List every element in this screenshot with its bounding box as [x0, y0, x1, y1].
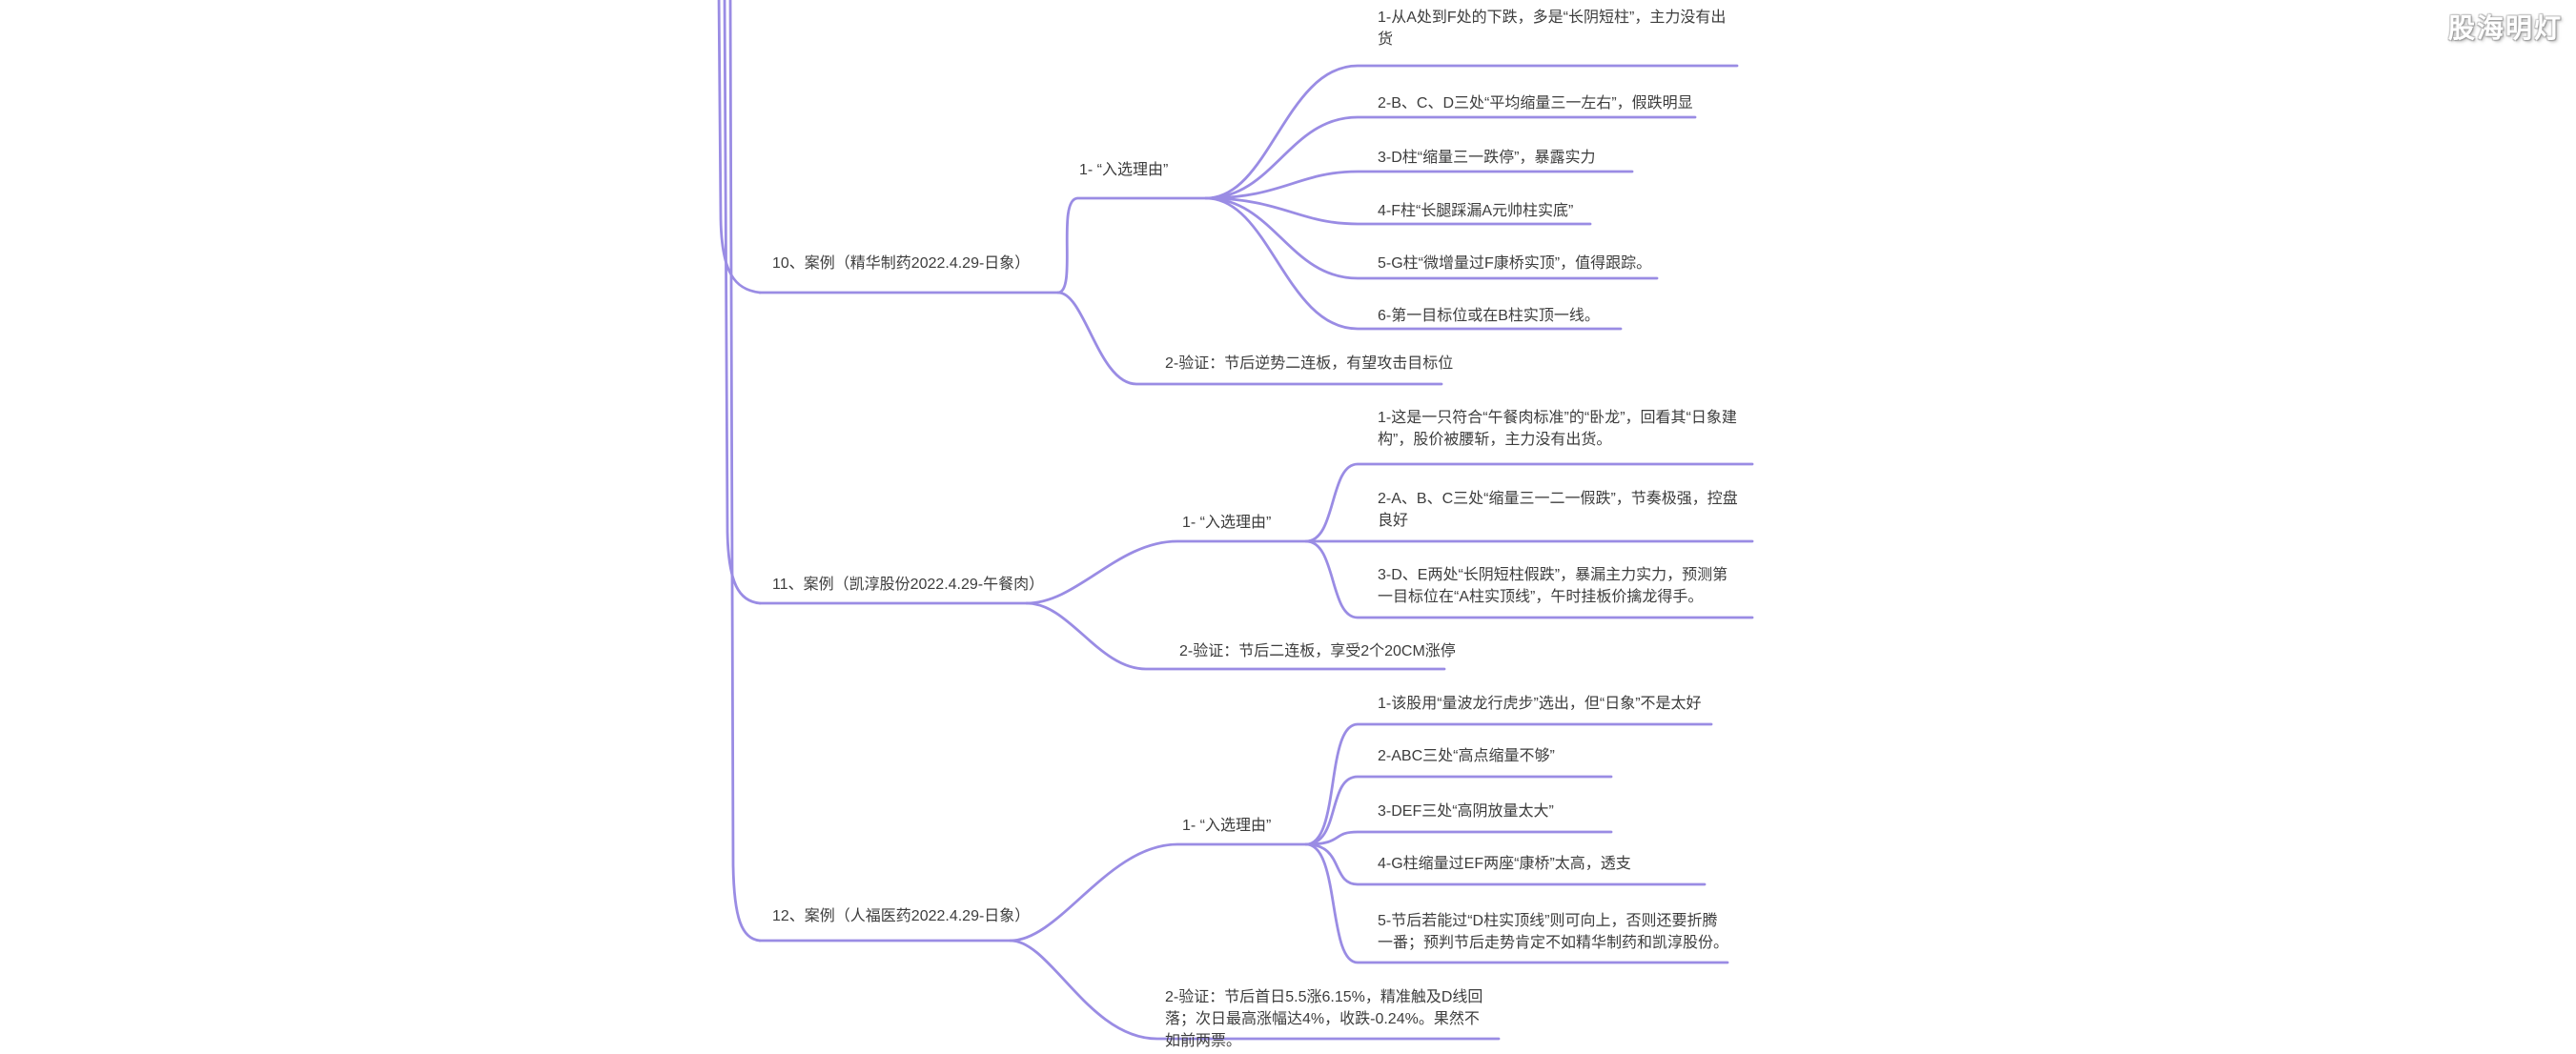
branch-line — [1304, 830, 1613, 846]
topic-case-10-reason-1[interactable]: 1-从A处到F处的下跌，多是“长阴短柱”，主力没有出货 — [1378, 10, 1727, 48]
branch-line — [1025, 539, 1754, 605]
topic-case-11-reason-label[interactable]: 1- “入选理由” — [1182, 515, 1272, 531]
topic-case-10-reason-2[interactable]: 2-B、C、D三处“平均缩量三一左右”，假跌明显 — [1378, 95, 1693, 111]
branch-line — [1204, 170, 1634, 200]
branch-line — [1204, 64, 1739, 200]
branch-line — [1304, 539, 1754, 619]
topic-case-11-verify[interactable]: 2-验证：节后二连板，享受2个20CM涨停 — [1179, 643, 1456, 659]
topic-case-11-reason-3[interactable]: 3-D、E两处“长阴短柱假跌”，暴漏主力实力，预测第一目标位在“A柱实顶线”，午… — [1378, 567, 1728, 605]
trunk-line — [728, 0, 762, 943]
branch-line — [1304, 842, 1729, 964]
topic-case-11[interactable]: 11、案例（凯淳股份2022.4.29-午餐肉） — [772, 577, 1045, 593]
branch-line — [1304, 775, 1613, 846]
branch-line — [1304, 842, 1707, 886]
branch-line — [1204, 196, 1659, 280]
topic-case-10-reason-label[interactable]: 1- “入选理由” — [1079, 162, 1169, 178]
topic-case-12-reason-1[interactable]: 1-该股用“量波龙行虎步”选出，但“日象”不是太好 — [1378, 696, 1702, 712]
branch-line — [1025, 601, 1446, 671]
watermark-logo: 股海明灯 — [2447, 13, 2563, 43]
topic-case-11-reason-2[interactable]: 2-A、B、C三处“缩量三一二一假跌”，节奏极强，控盘良好 — [1378, 491, 1738, 529]
trunk-line — [723, 0, 762, 605]
topic-case-12-reason-5[interactable]: 5-节后若能过“D柱实顶线”则可向上，否则还要折腾一番；预判节后走势肯定不如精华… — [1378, 913, 1729, 951]
topic-case-10-reason-3[interactable]: 3-D柱“缩量三一跌停”，暴露实力 — [1378, 150, 1596, 166]
topic-case-12-reason-3[interactable]: 3-DEF三处“高阴放量太大” — [1378, 803, 1554, 820]
topic-case-12[interactable]: 12、案例（人福医药2022.4.29-日象） — [772, 908, 1031, 924]
topic-case-10-reason-5[interactable]: 5-G柱“微增量过F康桥实顶”，值得跟踪。 — [1378, 255, 1652, 272]
branch-line — [1204, 196, 1592, 226]
topic-case-12-reason-2[interactable]: 2-ABC三处“高点缩量不够” — [1378, 748, 1555, 764]
branch-line — [1009, 842, 1308, 943]
branch-line — [1304, 722, 1713, 846]
topic-case-12-reason-4[interactable]: 4-G柱缩量过EF两座“康桥”太高，透支 — [1378, 856, 1631, 872]
branch-line — [1056, 291, 1443, 386]
topic-case-10[interactable]: 10、案例（精华制药2022.4.29-日象） — [772, 255, 1031, 272]
topic-case-10-reason-6[interactable]: 6-第一目标位或在B柱实顶一线。 — [1378, 308, 1600, 324]
trunk-line — [717, 0, 762, 294]
topic-case-10-reason-4[interactable]: 4-F柱“长腿踩漏A元帅柱实底” — [1378, 203, 1574, 219]
topic-case-12-verify[interactable]: 2-验证：节后首日5.5涨6.15%，精准触及D线回落；次日最高涨幅达4%，收跌… — [1165, 989, 1483, 1049]
topic-case-12-reason-label[interactable]: 1- “入选理由” — [1182, 818, 1272, 834]
topic-case-11-reason-1[interactable]: 1-这是一只符合“午餐肉标准”的“卧龙”，回看其“日象建构”，股价被腰斩，主力没… — [1378, 410, 1737, 448]
branch-line — [1304, 462, 1754, 543]
branch-line — [1204, 196, 1623, 331]
branch-line — [1204, 115, 1697, 200]
branch-line — [1009, 939, 1501, 1041]
branch-line — [1056, 196, 1208, 294]
topic-case-10-verify[interactable]: 2-验证：节后逆势二连板，有望攻击目标位 — [1165, 355, 1454, 372]
